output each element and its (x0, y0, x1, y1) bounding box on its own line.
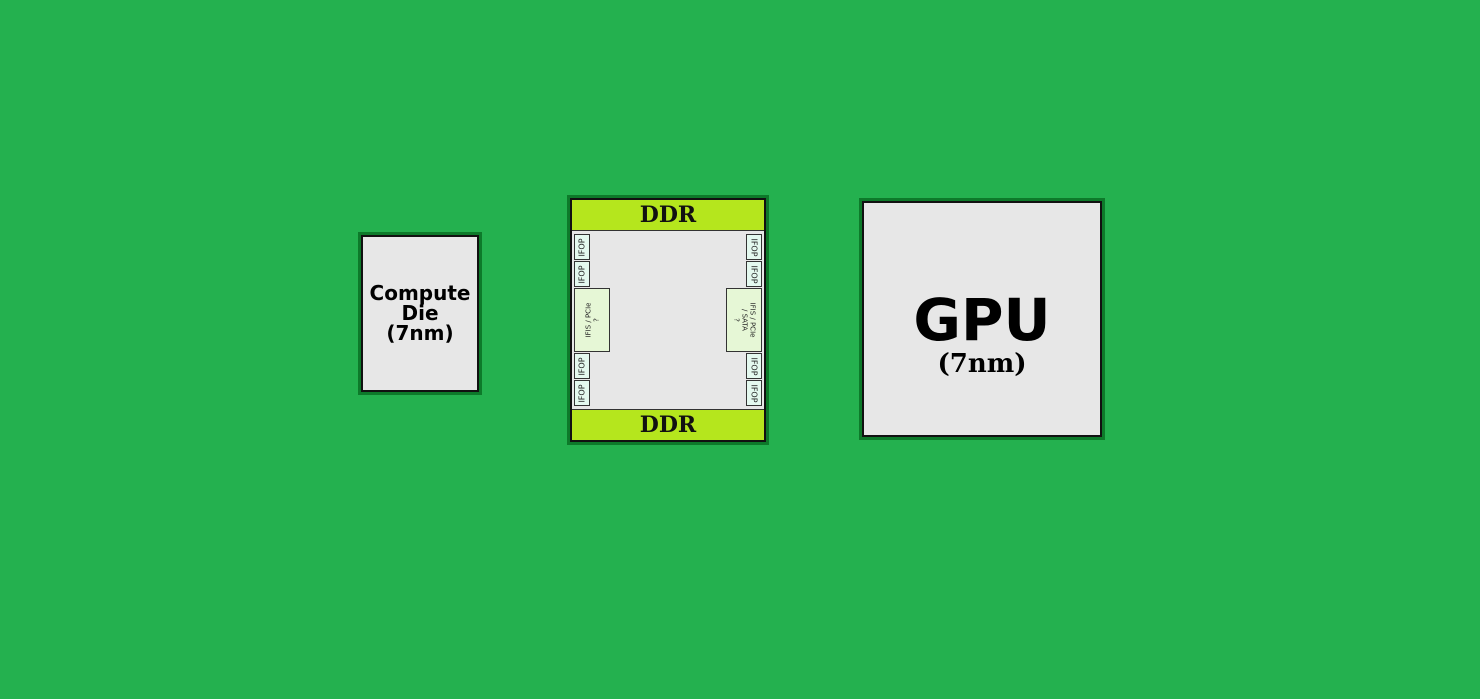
ifis-pcie-sata-right: IFIS / PCIe / SATA ? (726, 288, 762, 352)
gpu-die: GPU (7nm) (862, 201, 1102, 437)
compute-die: Compute Die (7nm) (361, 235, 479, 392)
ifop-left-4: IFOP (574, 380, 590, 406)
io-die: DDR DDR IFOP IFOP IFOP IFOP IFOP IFOP IF… (570, 198, 766, 442)
ddr-bottom: DDR (572, 409, 764, 440)
ifop-right-2: IFOP (746, 261, 762, 287)
ddr-top: DDR (572, 200, 764, 231)
ifis-pcie-left: IFIS / PCIe ? (574, 288, 610, 352)
gpu-title: GPU (913, 286, 1051, 354)
ifop-left-1: IFOP (574, 234, 590, 260)
ifop-right-4: IFOP (746, 380, 762, 406)
compute-die-line3: (7nm) (386, 321, 454, 345)
ifop-right-3: IFOP (746, 353, 762, 379)
compute-die-line1: Compute (369, 281, 471, 305)
ifop-right-1: IFOP (746, 234, 762, 260)
gpu-process: (7nm) (937, 349, 1027, 379)
compute-die-label: Compute Die (7nm) (363, 283, 477, 343)
ifop-left-3: IFOP (574, 353, 590, 379)
compute-die-line2: Die (401, 301, 439, 325)
ifop-left-2: IFOP (574, 261, 590, 287)
